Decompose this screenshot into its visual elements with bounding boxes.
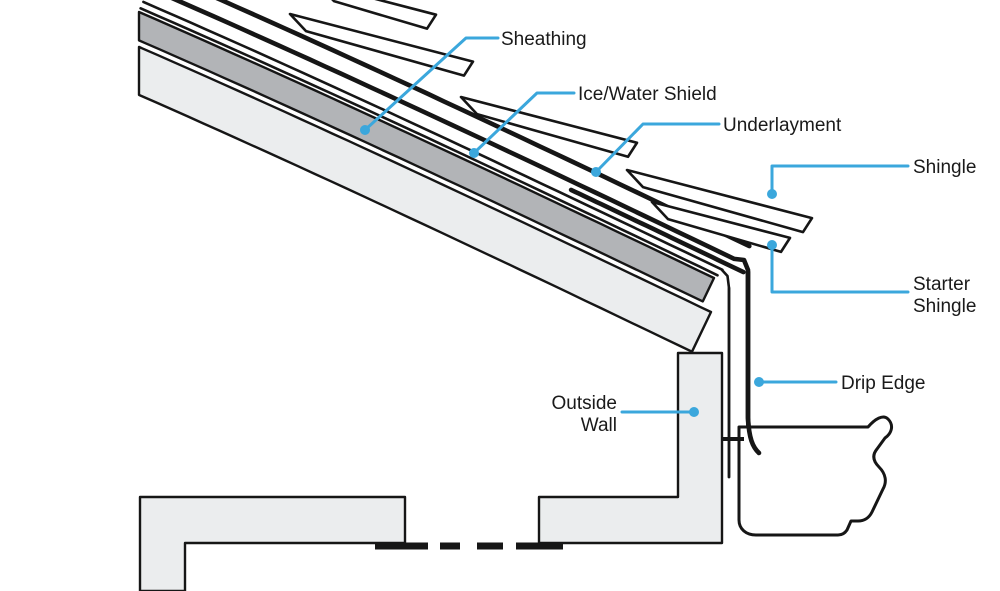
shingle-course-2-strip	[459, 95, 639, 159]
sheathing-leader	[363, 36, 500, 132]
shingle-course-3-strip	[288, 12, 475, 77]
shingle-course-4-strip	[331, 0, 438, 30]
starter-shingle-leader-dot	[767, 240, 777, 250]
underlayment-upper-course-line	[215, 0, 752, 249]
ice-water-shield-top-line	[142, 0, 731, 479]
drip-edge-flashing-line	[170, 0, 762, 456]
underlayment-leader	[594, 122, 721, 174]
outside-wall-label-line2: Wall	[581, 415, 617, 436]
starter-shingle-leader	[770, 243, 910, 294]
starter-shingle-label-line2: Shingle	[913, 296, 976, 317]
drip-edge-label: Drip Edge	[841, 373, 926, 394]
underlayment-label: Underlayment	[723, 115, 842, 136]
sheathing-leader-dot	[360, 125, 370, 135]
shingle-leader	[770, 164, 910, 196]
outside-wall-leader-dot	[689, 407, 699, 417]
shingle-course-1-strip	[625, 168, 814, 234]
roof-structure-layers	[137, 0, 814, 479]
starter-shingle-label-line1: Starter	[913, 274, 971, 295]
wall-and-gutter	[138, 269, 894, 591]
drip-edge-leader-dot	[754, 377, 764, 387]
ice-water-shield-bottom-line	[139, 7, 719, 277]
starter-shingle-strip	[650, 200, 792, 254]
labels: Sheathing Ice/Water Shield Underlayment …	[501, 29, 976, 436]
ice-water-shield-leader-dot	[469, 148, 479, 158]
roof-deck-band	[137, 45, 713, 353]
drip-edge-outer-line-overlay	[745, 269, 762, 456]
outside-wall-label-line1: Outside	[552, 393, 617, 414]
sheathing-label: Sheathing	[501, 29, 587, 50]
outside-wall-section	[537, 351, 724, 545]
ice-water-shield-leader	[472, 91, 576, 155]
shingle-label: Shingle	[913, 157, 976, 178]
shingle-leader-dot	[767, 189, 777, 199]
leader-lines	[360, 36, 910, 417]
underlayment-leader-dot	[591, 167, 601, 177]
sheathing-band	[137, 10, 716, 303]
gutter	[737, 415, 894, 537]
ice-water-shield-label: Ice/Water Shield	[578, 84, 717, 105]
interior-wall-section	[138, 495, 407, 591]
underlayment-eave-course-line	[568, 187, 746, 275]
